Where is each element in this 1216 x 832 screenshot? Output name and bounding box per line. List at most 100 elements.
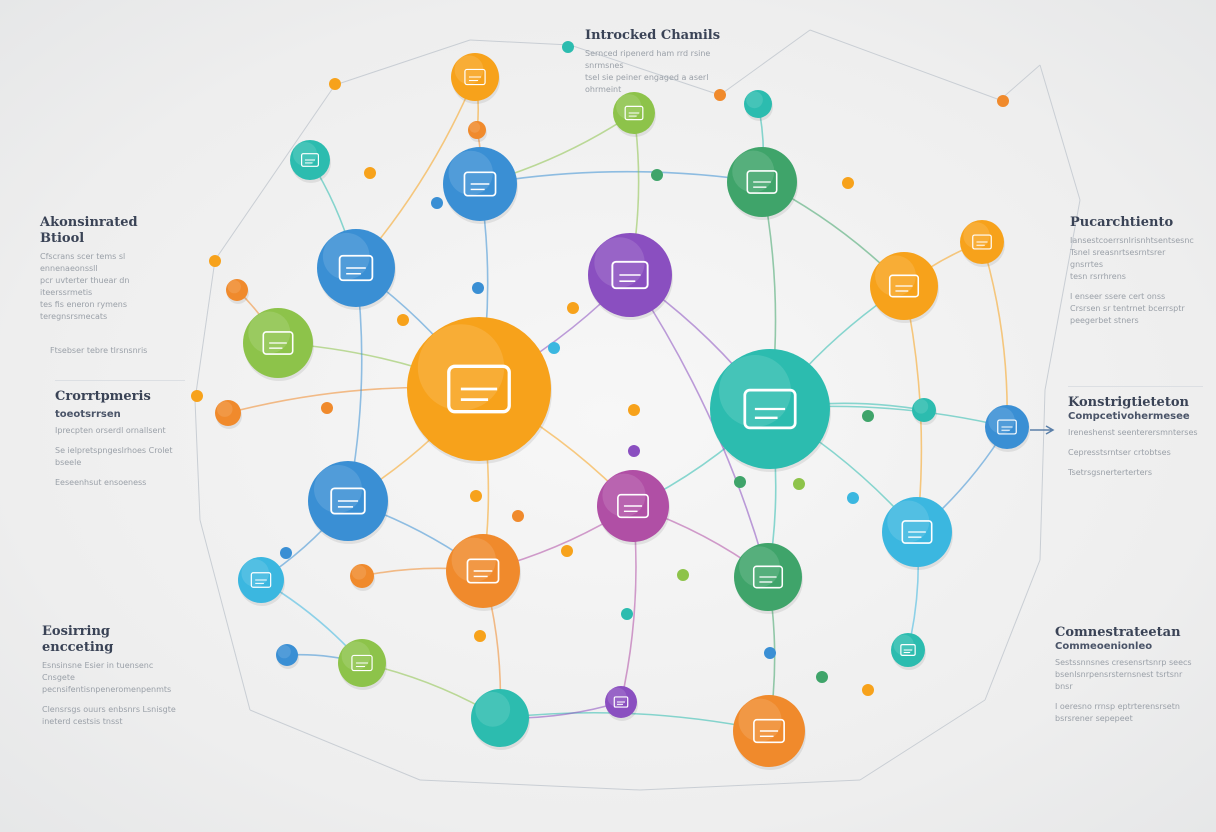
node-n14[interactable] xyxy=(710,349,831,472)
connector-dot xyxy=(862,684,874,696)
label-right-3: Comnestrateetan Commeoenionleo Sestssnns… xyxy=(1055,625,1200,733)
rim-line xyxy=(334,39,471,86)
node-n22[interactable] xyxy=(734,543,803,614)
node-n3[interactable] xyxy=(613,92,656,137)
node-highlight xyxy=(216,401,233,417)
connector-dot xyxy=(474,630,486,642)
label-title: Crorrtpmeris xyxy=(55,389,151,404)
label-line: Esnsinsne Esier in tuensenc Cnsgete xyxy=(42,661,154,682)
node-n30[interactable] xyxy=(350,564,375,591)
label-line: bsrsrener sepepeet xyxy=(1055,714,1133,723)
feather-icon xyxy=(250,572,272,588)
node-n31[interactable] xyxy=(912,398,937,425)
rim-line xyxy=(999,64,1041,101)
label-left-3: Eosirring encceting Esnsinsne Esier in t… xyxy=(42,624,182,736)
label-title: Konstrigtieteton xyxy=(1068,395,1189,410)
label-line: Iansestcoerrsnlrisnhtsentsesnc xyxy=(1070,236,1194,245)
node-n15[interactable] xyxy=(226,279,249,304)
connector-dot xyxy=(562,41,574,53)
node-n16[interactable] xyxy=(215,400,242,429)
circle-icon xyxy=(752,565,784,589)
node-n29[interactable] xyxy=(276,644,299,669)
leaf-icon xyxy=(351,654,373,672)
node-n17[interactable] xyxy=(308,461,389,544)
label-line: ineterd cestsis tnsst xyxy=(42,717,123,726)
label-line: Ireneshenst seenterersmnterses xyxy=(1068,428,1198,437)
label-left-1: Akonsinrated Btiool Cfscrans scer tems s… xyxy=(40,215,180,365)
node-n4[interactable] xyxy=(744,90,773,121)
label-title: Pucarchtiento xyxy=(1070,215,1174,230)
node-n8[interactable] xyxy=(588,233,673,320)
node-circle xyxy=(471,689,529,747)
connector-dot xyxy=(512,510,524,522)
cards-icon xyxy=(617,493,649,519)
rim-line xyxy=(1039,64,1081,201)
cup-icon xyxy=(900,644,916,656)
label-line: I oeresno rrnsp eptrterensrsetn xyxy=(1055,702,1180,711)
node-n13[interactable] xyxy=(407,317,552,464)
rim-line xyxy=(199,519,251,711)
connector-dot xyxy=(548,342,560,354)
node-n7[interactable] xyxy=(727,147,798,220)
node-n12[interactable] xyxy=(243,308,314,381)
node-circle xyxy=(350,564,374,588)
connector-dot xyxy=(816,671,828,683)
connector-dot xyxy=(567,302,579,314)
label-line: tesn rsrrhrens xyxy=(1070,272,1126,281)
rim-line xyxy=(809,29,1001,101)
label-right-2: Konstrigtieteton Compcetivohermesee Iren… xyxy=(1068,386,1203,487)
node-circle xyxy=(912,398,936,422)
node-n23[interactable] xyxy=(238,557,285,606)
rim-line xyxy=(194,399,201,521)
label-title: Eosirring encceting xyxy=(42,624,114,655)
rim-line xyxy=(1039,389,1046,561)
node-n21[interactable] xyxy=(446,534,521,611)
connector-dot xyxy=(734,476,746,488)
chat-icon xyxy=(624,105,644,121)
connector-dot xyxy=(847,492,859,504)
table-icon xyxy=(338,254,374,282)
connector-dot xyxy=(764,647,776,659)
node-n6[interactable] xyxy=(443,147,518,224)
node-n11[interactable] xyxy=(960,220,1005,267)
node-n10[interactable] xyxy=(870,252,939,323)
user-headset-icon xyxy=(447,364,511,414)
connector-dot xyxy=(209,255,221,267)
label-line: Sernced ripenerd ham rrd rsine snrmsnes xyxy=(585,49,711,70)
rim-line xyxy=(1044,199,1081,391)
label-line: Cepresstsrntser crtobtses xyxy=(1068,448,1171,457)
connector-dot xyxy=(651,169,663,181)
label-line: I enseer ssere cert onss xyxy=(1070,292,1166,301)
arrow-icon xyxy=(1030,425,1055,435)
rim-line xyxy=(214,84,336,261)
node-n24[interactable] xyxy=(338,639,387,690)
hand-icon xyxy=(262,331,294,355)
label-line: Cfscrans scer tems sl ennenaeonssll xyxy=(40,252,126,273)
rim-line xyxy=(469,39,571,46)
decorative-dots-layer xyxy=(191,41,1009,696)
tap-icon xyxy=(997,419,1017,435)
node-n20[interactable] xyxy=(882,497,953,570)
node-n5[interactable] xyxy=(290,140,331,183)
node-n9[interactable] xyxy=(317,229,396,310)
node-n2[interactable] xyxy=(468,121,487,142)
node-n28[interactable] xyxy=(605,686,638,721)
label-right-1: Pucarchtiento Iansestcoerrsnlrisnhtsents… xyxy=(1070,215,1200,335)
mouse-icon xyxy=(901,520,933,544)
node-n18[interactable] xyxy=(597,470,670,545)
label-line: Se ielpretspngeslrhoes Crolet bseele xyxy=(55,446,173,467)
node-n19[interactable] xyxy=(985,405,1030,452)
label-line: Iprecpten orserdl ornallsent xyxy=(55,426,166,435)
node-n25[interactable] xyxy=(891,633,926,670)
label-line: bsenlsnrpensrsternsnest tsrtsnr bnsr xyxy=(1055,670,1183,691)
connector-dot xyxy=(561,545,573,557)
label-title: Comnestrateetan xyxy=(1055,625,1181,640)
node-n26[interactable] xyxy=(471,689,530,750)
rim-line xyxy=(984,559,1041,701)
node-n27[interactable] xyxy=(733,695,806,770)
document-icon xyxy=(463,171,497,197)
node-n1[interactable] xyxy=(451,53,500,104)
rim-line xyxy=(569,44,721,96)
divider xyxy=(1068,386,1203,387)
